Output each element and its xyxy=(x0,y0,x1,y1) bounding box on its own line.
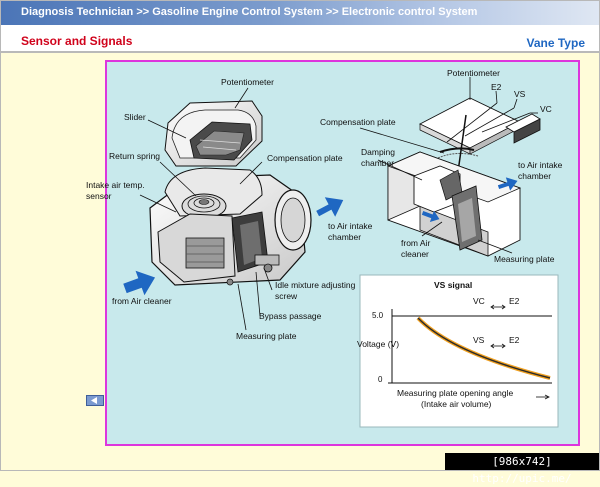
right-leader-lines xyxy=(359,77,538,254)
chart-title: VS signal xyxy=(434,280,472,290)
left-leader-lines xyxy=(139,87,273,331)
label-vc: VC xyxy=(540,104,552,114)
vc-label: VC xyxy=(473,296,485,306)
back-button[interactable] xyxy=(86,395,104,406)
label-to-air-intake-right: to Air intake xyxy=(518,160,563,170)
y-axis-label: Voltage (V) xyxy=(357,339,399,349)
airflow-out-arrow-icon xyxy=(316,197,344,217)
label-to-air-intake-chamber: chamber xyxy=(328,232,361,242)
y-tick-bottom: 0 xyxy=(378,375,383,384)
label-idle-mixture: Idle mixture adjusting xyxy=(275,280,356,290)
e2-label-top: E2 xyxy=(509,296,520,306)
label-vs: VS xyxy=(514,89,526,99)
y-tick-top: 5.0 xyxy=(372,311,384,320)
cutaway-schematic xyxy=(386,97,541,257)
label-idle-mixture-screw: screw xyxy=(275,291,298,301)
label-compensation-plate: Compensation plate xyxy=(267,153,343,163)
e2-label-bottom: E2 xyxy=(509,335,520,345)
watermark: [986x742] http://upic.me/ xyxy=(445,453,599,485)
section-title: Sensor and Signals xyxy=(21,34,133,48)
cutaway-inflow-arrow-icon xyxy=(421,210,440,222)
label-intake-air-temp: Intake air temp. xyxy=(86,180,145,190)
label-to-air-intake-chamber-right: chamber xyxy=(518,171,551,181)
label-potentiometer-right: Potentiometer xyxy=(447,68,500,78)
label-from-air: from Air xyxy=(401,238,430,248)
cutaway-outflow-arrow-icon xyxy=(497,177,518,191)
x-axis-sublabel: (Intake air volume) xyxy=(421,399,492,409)
label-measuring-plate: Measuring plate xyxy=(236,331,297,341)
label-measuring-plate-right: Measuring plate xyxy=(494,254,555,264)
label-bypass-passage: Bypass passage xyxy=(259,311,322,321)
label-damping: Damping xyxy=(361,147,395,157)
label-intake-air-temp-sensor: sensor xyxy=(86,191,112,201)
label-to-air-intake: to Air intake xyxy=(328,221,373,231)
airflow-in-arrow-icon xyxy=(123,270,156,296)
header: Diagnosis Technician >> Gasoline Engine … xyxy=(1,1,599,53)
label-slider: Slider xyxy=(124,112,146,122)
label-from-air-cleaner-right: cleaner xyxy=(401,249,429,259)
label-compensation-plate-right: Compensation plate xyxy=(320,117,396,127)
arrow-left-icon xyxy=(91,397,97,404)
type-label: Vane Type xyxy=(526,36,585,50)
vs-curve xyxy=(417,317,551,379)
vs-label: VS xyxy=(473,335,485,345)
label-potentiometer: Potentiometer xyxy=(221,77,274,87)
label-return-spring: Return spring xyxy=(109,151,160,161)
label-damping-chamber: chamber xyxy=(361,158,394,168)
vs-signal-chart: VS signal 5.0 0 Voltage (V) VC E2 VS E2 … xyxy=(357,274,559,428)
label-from-air-cleaner: from Air cleaner xyxy=(112,296,172,306)
breadcrumb-bar: Diagnosis Technician >> Gasoline Engine … xyxy=(1,1,599,25)
breadcrumb[interactable]: Diagnosis Technician >> Gasoline Engine … xyxy=(21,6,478,18)
label-e2: E2 xyxy=(491,82,502,92)
double-arrow-icon xyxy=(490,304,550,400)
x-axis-label: Measuring plate opening angle xyxy=(397,388,514,398)
sensor-illustration xyxy=(149,100,312,286)
vane-type-airflow-meter-diagram: Potentiometer Slider Return spring Intak… xyxy=(86,68,563,428)
